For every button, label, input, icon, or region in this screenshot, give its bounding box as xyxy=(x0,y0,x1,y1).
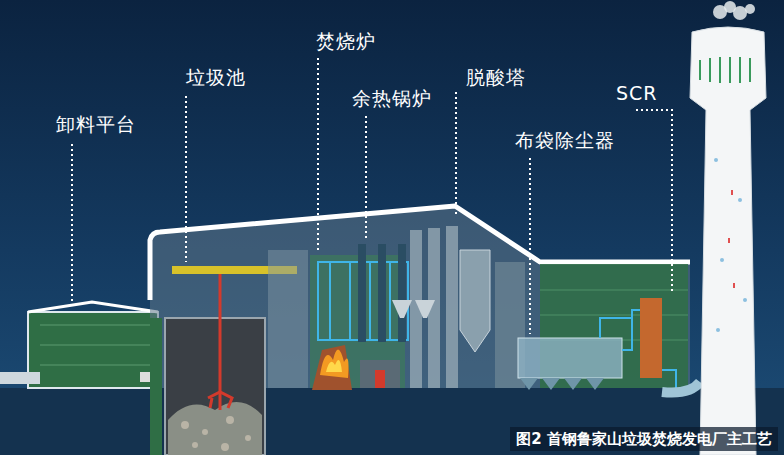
part-label: 焚烧炉 xyxy=(316,30,376,52)
deacid-tower xyxy=(460,250,490,352)
part-label: 垃圾池 xyxy=(186,66,246,88)
furnace-hall xyxy=(310,255,405,388)
ground xyxy=(0,388,784,455)
figure-caption: 图2 首钢鲁家山垃圾焚烧发电厂主工艺 xyxy=(510,427,778,451)
scr-reactor xyxy=(640,298,662,378)
bag-filter xyxy=(518,338,622,378)
part-label: 布袋除尘器 xyxy=(515,129,615,151)
garbage-pit xyxy=(165,318,265,455)
furnace-fire xyxy=(320,349,349,378)
part-label: 卸料平台 xyxy=(56,113,136,135)
unloading-building xyxy=(28,312,158,388)
part-label: SCR xyxy=(616,82,658,104)
part-label: 脱酸塔 xyxy=(466,66,526,88)
part-label: 余热锅炉 xyxy=(352,87,432,109)
chimney xyxy=(690,27,766,455)
leader-lines xyxy=(72,58,672,334)
